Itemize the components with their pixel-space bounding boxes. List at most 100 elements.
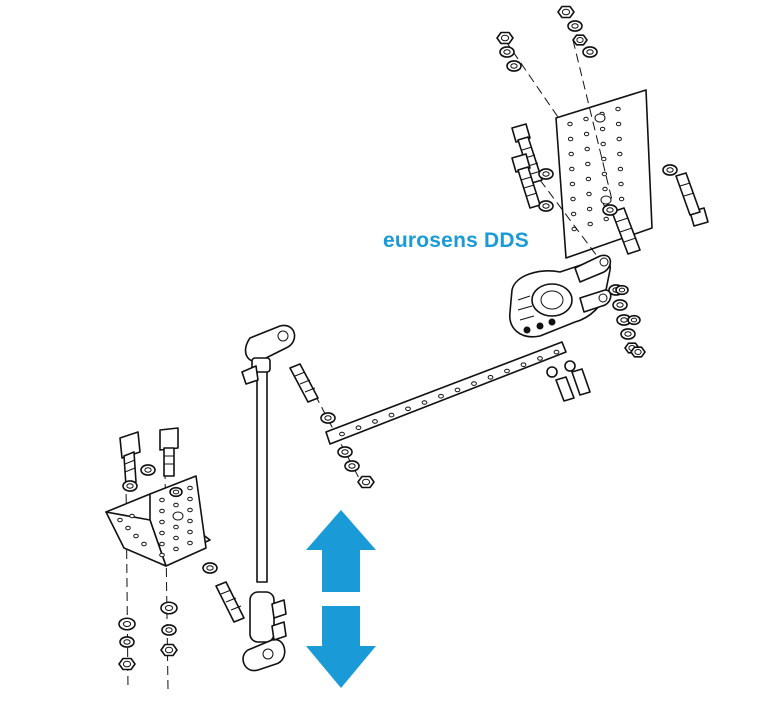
plate-hole <box>601 171 608 177</box>
nut <box>630 346 646 358</box>
washer <box>582 46 598 58</box>
bracket-hole <box>117 517 123 523</box>
plate-hole <box>568 151 574 157</box>
lever-hole <box>454 387 461 393</box>
top-nut-stack-left <box>496 31 522 72</box>
washer <box>160 601 178 615</box>
washer <box>499 46 515 58</box>
plate-hole <box>584 146 590 152</box>
plate-hole <box>585 176 592 182</box>
bracket-hole <box>187 518 193 524</box>
frame-bracket <box>105 475 211 567</box>
arrow-down-icon <box>306 606 376 688</box>
lever-hole <box>553 349 560 355</box>
plate-hole <box>603 216 609 222</box>
lever-hole <box>537 356 543 361</box>
nut <box>357 475 375 489</box>
bracket-hole <box>159 541 165 547</box>
plate-bolt-right <box>675 172 709 227</box>
lever-hole <box>421 400 428 405</box>
washer <box>161 624 177 636</box>
bracket-hole <box>125 525 131 531</box>
bracket-hole-large <box>172 511 184 521</box>
washer <box>538 200 554 212</box>
plate-hole <box>615 106 621 112</box>
washer <box>320 412 336 424</box>
bracket-hole <box>187 507 193 513</box>
plate-hole <box>570 196 576 202</box>
bracket-hole <box>173 502 179 508</box>
lever-hole <box>487 375 494 380</box>
lower-ball-joint <box>242 591 287 672</box>
plate-hole <box>615 121 622 127</box>
plate-hole <box>617 166 624 172</box>
bracket-hole <box>129 513 135 519</box>
washer <box>140 464 156 476</box>
bracket-bolt-left <box>119 431 141 487</box>
lever-hole <box>471 381 477 386</box>
bracket-hole <box>133 533 139 539</box>
lever-hole <box>372 419 378 424</box>
lower-stud <box>215 581 245 623</box>
lever-hole <box>339 431 345 437</box>
plate-hole <box>585 161 591 167</box>
plate-hole <box>599 126 606 132</box>
bracket-bolt-right <box>159 427 179 477</box>
washer <box>615 284 629 296</box>
bottom-nut-stack-left <box>118 617 136 671</box>
bracket-hole <box>159 519 165 525</box>
washer <box>119 636 135 648</box>
upper-ball-joint <box>241 324 296 385</box>
washer <box>662 164 678 176</box>
washer <box>122 480 138 492</box>
plate-hole-large <box>594 113 606 123</box>
lever-hole <box>388 412 395 418</box>
washer <box>567 20 583 32</box>
washer <box>620 328 636 340</box>
nut <box>496 31 514 45</box>
bracket-hole <box>187 496 193 502</box>
bracket-hole <box>187 485 193 491</box>
product-label: eurosens DDS <box>383 229 529 252</box>
lever-hole <box>355 425 362 431</box>
bracket-hole <box>187 529 193 535</box>
lever-bolts <box>546 360 591 402</box>
plate-hole <box>570 211 577 217</box>
plate-hole <box>583 131 590 137</box>
lever-hole <box>438 393 444 399</box>
bracket-hole <box>141 541 147 547</box>
nut <box>557 5 575 19</box>
plate-hole <box>601 156 607 162</box>
plate-hole <box>567 136 574 142</box>
bracket-hole <box>173 535 179 541</box>
plate-hole-large <box>600 195 612 205</box>
plate-hole <box>569 181 576 187</box>
bracket-hole <box>159 508 165 514</box>
washer <box>169 486 183 498</box>
bracket-hole <box>173 546 179 552</box>
nut <box>118 657 136 671</box>
lever-arm <box>325 341 567 445</box>
plate-hole <box>586 191 592 197</box>
top-nut-stack-right <box>557 5 598 58</box>
plate-bolt-center <box>611 207 641 255</box>
dashed-assembly-lines <box>125 39 613 691</box>
plate-hole <box>583 116 589 122</box>
washer <box>337 446 353 458</box>
bracket-hole <box>159 552 165 558</box>
upper-stud <box>289 363 319 403</box>
bottom-nut-stack-right <box>160 601 178 657</box>
bracket-hole <box>159 497 165 503</box>
bracket-hole <box>187 540 193 546</box>
plate-hole <box>586 206 593 212</box>
plate-hole <box>618 181 624 187</box>
washer <box>612 299 628 311</box>
washer <box>344 460 360 472</box>
sensor-mounting-plate <box>555 89 653 259</box>
plate-hole <box>602 186 608 192</box>
nut <box>160 643 178 657</box>
plate-hole <box>616 136 622 142</box>
lever-hole <box>520 362 527 368</box>
plate-hole <box>587 221 593 227</box>
